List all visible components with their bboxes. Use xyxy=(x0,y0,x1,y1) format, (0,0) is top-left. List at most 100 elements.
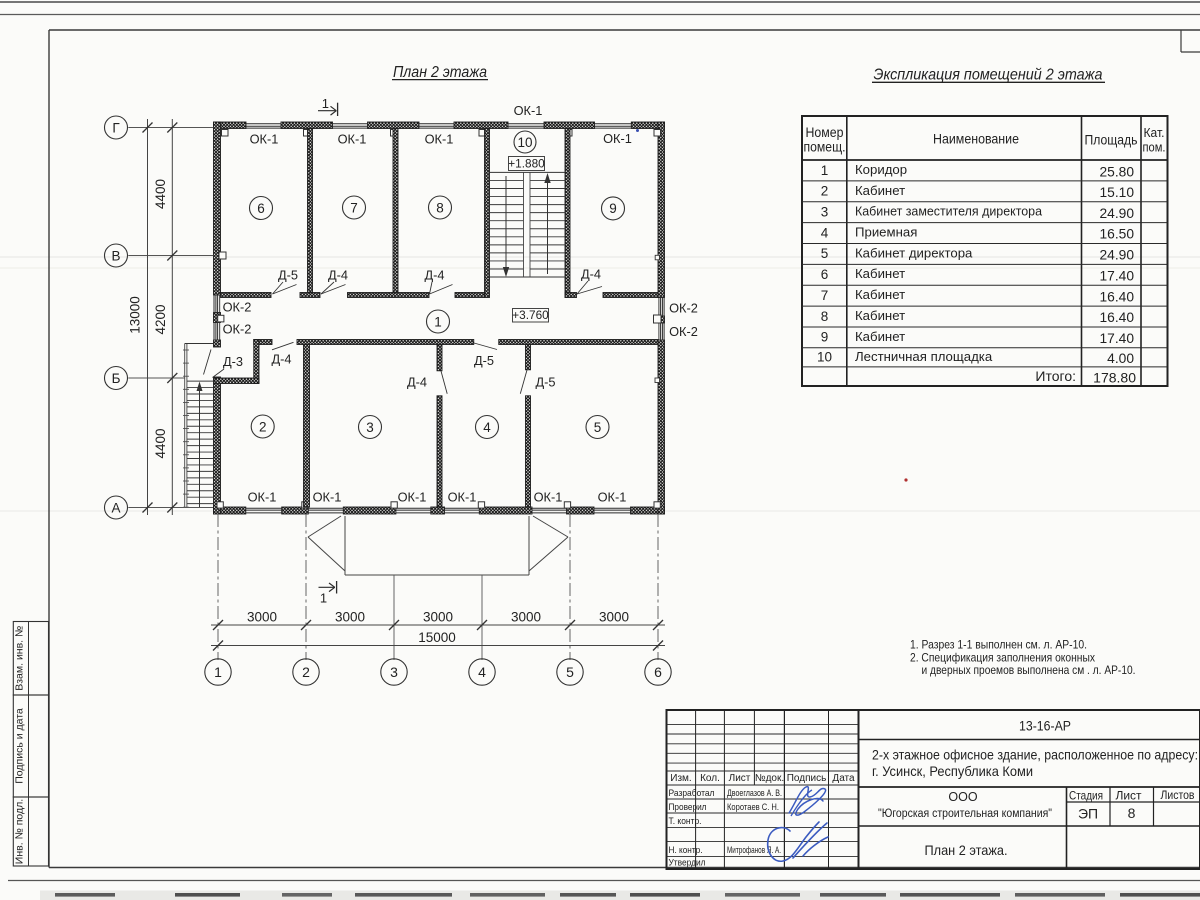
svg-text:2: 2 xyxy=(302,664,310,680)
svg-text:Лист: Лист xyxy=(729,773,751,784)
svg-text:3000: 3000 xyxy=(599,610,629,625)
svg-text:4400: 4400 xyxy=(153,428,168,458)
svg-text:178.80: 178.80 xyxy=(1093,369,1136,385)
svg-text:Изм.: Изм. xyxy=(670,773,691,784)
svg-text:2. Спецификация заполнения око: 2. Спецификация заполнения оконных xyxy=(910,651,1096,665)
svg-text:3000: 3000 xyxy=(511,610,541,625)
svg-text:Кабинет директора: Кабинет директора xyxy=(855,245,973,260)
svg-text:1: 1 xyxy=(322,96,329,111)
svg-text:Н. контр.: Н. контр. xyxy=(669,845,703,856)
svg-text:3000: 3000 xyxy=(423,610,453,625)
svg-text:Кабинет: Кабинет xyxy=(855,308,905,323)
svg-text:9: 9 xyxy=(609,201,617,216)
svg-text:5: 5 xyxy=(821,246,829,261)
svg-text:ОК-1: ОК-1 xyxy=(534,490,563,505)
svg-text:4: 4 xyxy=(478,664,486,680)
svg-text:Кат.: Кат. xyxy=(1144,125,1165,140)
svg-text:Разработал: Разработал xyxy=(669,788,715,799)
svg-text:ОК-1: ОК-1 xyxy=(250,132,279,147)
svg-text:1: 1 xyxy=(434,314,442,329)
svg-text:Экспликация помещений 2 этажа: Экспликация помещений 2 этажа xyxy=(874,67,1103,84)
svg-text:Д-4: Д-4 xyxy=(581,267,601,282)
svg-text:17.40: 17.40 xyxy=(1099,331,1134,346)
svg-text:ОК-1: ОК-1 xyxy=(598,490,627,505)
svg-text:7: 7 xyxy=(350,200,358,215)
svg-text:и дверных проемов выполнена см: и дверных проемов выполнена см . л. АР-1… xyxy=(922,663,1136,677)
svg-text:помещ.: помещ. xyxy=(804,140,846,155)
svg-text:Номер: Номер xyxy=(806,125,844,140)
svg-text:Д-4: Д-4 xyxy=(424,268,444,283)
svg-text:16.50: 16.50 xyxy=(1099,227,1134,242)
svg-text:Кабинет: Кабинет xyxy=(855,287,905,302)
svg-text:Д-4: Д-4 xyxy=(407,375,427,390)
svg-text:Т. контр.: Т. контр. xyxy=(669,816,702,827)
svg-text:1: 1 xyxy=(821,163,829,178)
svg-text:10: 10 xyxy=(817,350,832,365)
svg-text:ОК-1: ОК-1 xyxy=(248,490,277,505)
svg-text:1: 1 xyxy=(320,591,327,606)
svg-text:Д-5: Д-5 xyxy=(474,353,494,368)
svg-text:13000: 13000 xyxy=(128,296,143,334)
svg-text:5: 5 xyxy=(566,664,574,680)
svg-text:2: 2 xyxy=(821,184,829,199)
svg-text:Проверил: Проверил xyxy=(669,802,707,813)
svg-text:№док.: №док. xyxy=(755,773,784,784)
svg-text:Стадия: Стадия xyxy=(1069,789,1103,803)
svg-text:Площадь: Площадь xyxy=(1085,132,1138,148)
svg-text:Подпись: Подпись xyxy=(787,773,827,784)
svg-text:План 2 этажа.: План 2 этажа. xyxy=(925,842,1008,858)
svg-text:Листов: Листов xyxy=(1161,788,1195,802)
svg-text:4400: 4400 xyxy=(153,179,168,209)
svg-text:Коридор: Коридор xyxy=(855,162,907,177)
svg-text:4: 4 xyxy=(821,225,829,240)
svg-text:Д-5: Д-5 xyxy=(535,375,555,390)
svg-text:+3.760: +3.760 xyxy=(512,308,549,322)
svg-text:Инв. № подл.: Инв. № подл. xyxy=(13,799,25,864)
svg-text:8: 8 xyxy=(821,309,829,324)
svg-text:Кабинет заместителя директора: Кабинет заместителя директора xyxy=(855,204,1043,219)
svg-text:+1.880: +1.880 xyxy=(508,157,545,171)
svg-text:6: 6 xyxy=(654,664,662,680)
svg-text:Дата: Дата xyxy=(832,773,855,784)
svg-text:Кабинет: Кабинет xyxy=(855,266,905,281)
svg-text:Д-4: Д-4 xyxy=(271,352,291,367)
svg-text:Митрофанов Я. А.: Митрофанов Я. А. xyxy=(727,845,781,856)
svg-text:Двоеглазов А. В.: Двоеглазов А. В. xyxy=(727,788,782,799)
svg-text:ОК-2: ОК-2 xyxy=(223,322,252,337)
svg-text:ОК-1: ОК-1 xyxy=(313,490,342,505)
svg-text:4: 4 xyxy=(483,420,491,435)
svg-text:ОК-2: ОК-2 xyxy=(223,300,252,315)
svg-text:3: 3 xyxy=(821,204,829,219)
svg-text:3: 3 xyxy=(390,664,398,680)
svg-text:8: 8 xyxy=(1128,805,1136,821)
svg-text:Наименование: Наименование xyxy=(933,131,1019,147)
svg-text:3000: 3000 xyxy=(247,610,277,625)
svg-text:Кол.: Кол. xyxy=(700,773,720,784)
svg-text:24.90: 24.90 xyxy=(1099,206,1134,221)
svg-text:13-16-АР: 13-16-АР xyxy=(1019,718,1071,734)
svg-text:Итого:: Итого: xyxy=(1035,368,1076,384)
svg-text:В: В xyxy=(111,248,120,263)
svg-text:Б: Б xyxy=(112,371,121,386)
svg-text:15000: 15000 xyxy=(418,630,456,645)
svg-text:25.80: 25.80 xyxy=(1099,164,1134,179)
svg-text:Коротаев С. Н.: Коротаев С. Н. xyxy=(727,802,779,813)
svg-text:Г: Г xyxy=(112,120,120,135)
svg-text:3: 3 xyxy=(366,420,374,435)
svg-text:7: 7 xyxy=(821,288,829,303)
svg-text:Взам. инв. №: Взам. инв. № xyxy=(13,626,25,691)
svg-text:Кабинет: Кабинет xyxy=(855,183,905,198)
svg-text:15.10: 15.10 xyxy=(1099,185,1134,200)
svg-text:2-х этажное офисное здание, ра: 2-х этажное офисное здание, расположенно… xyxy=(872,748,1198,763)
svg-text:4.00: 4.00 xyxy=(1107,351,1134,366)
svg-text:Д-4: Д-4 xyxy=(328,268,348,283)
svg-text:Лестничная площадка: Лестничная площадка xyxy=(855,349,993,364)
svg-text:пом.: пом. xyxy=(1143,140,1166,155)
svg-text:Кабинет: Кабинет xyxy=(855,329,905,344)
svg-text:ЭП: ЭП xyxy=(1078,806,1098,822)
svg-text:ОК-2: ОК-2 xyxy=(669,301,698,316)
svg-text:Приемная: Приемная xyxy=(855,224,917,239)
svg-text:ОК-1: ОК-1 xyxy=(448,490,477,505)
svg-text:1: 1 xyxy=(214,664,222,680)
svg-text:1. Разрез 1-1 выполнен см. л.: 1. Разрез 1-1 выполнен см. л. АР-10. xyxy=(910,638,1087,652)
